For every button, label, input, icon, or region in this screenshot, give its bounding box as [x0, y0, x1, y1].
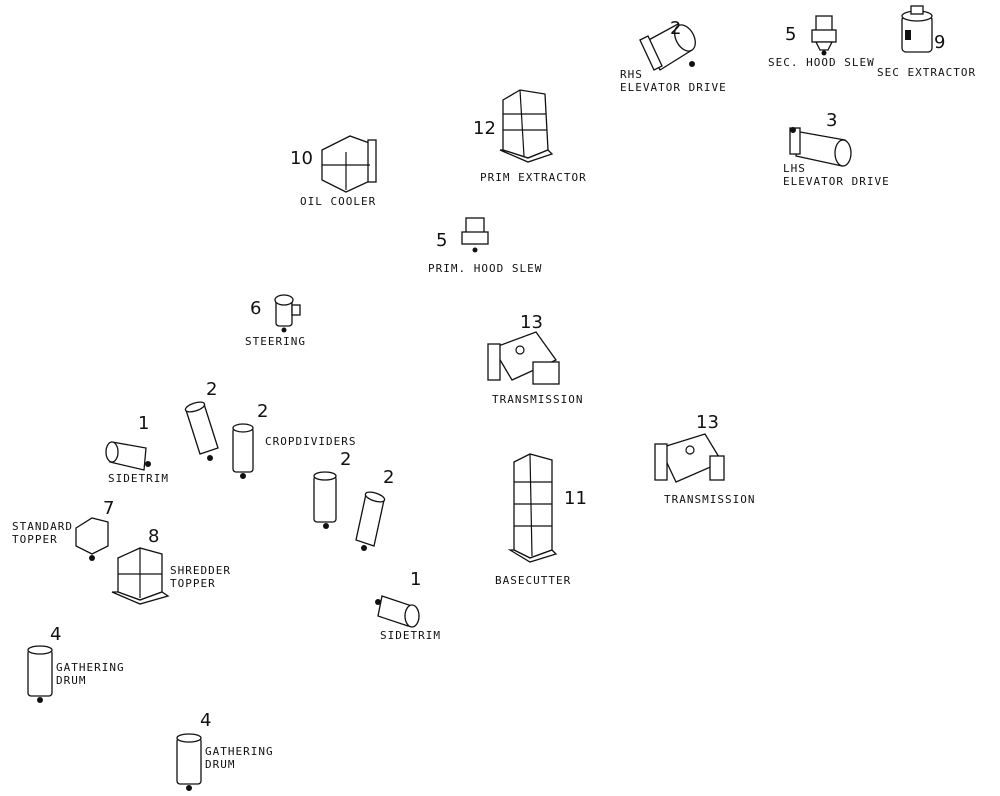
- cropdivider-3-number: 2: [340, 449, 352, 470]
- cropdivider-2-number: 2: [257, 401, 269, 422]
- transmission-2-number: 13: [696, 412, 719, 433]
- prim-extractor-label: PRIM EXTRACTOR: [480, 171, 587, 184]
- gathering-drum-1-label-line1: GATHERING: [56, 661, 125, 674]
- shredder-topper-number: 8: [148, 526, 160, 547]
- sec-hood-slew-valve: [811, 15, 837, 56]
- standard-topper-label-line2: TOPPER: [12, 533, 58, 546]
- sidetrim-motor-2: [375, 595, 420, 628]
- sidetrim-1-number: 1: [138, 413, 150, 434]
- prim-extractor-motor: [499, 89, 554, 163]
- sec-hood-slew-label: SEC. HOOD SLEW: [768, 56, 875, 69]
- rhs-elevator-drive-label-line1: RHS: [620, 68, 643, 81]
- oil-cooler-motor: [321, 135, 377, 193]
- gathering-drum-2-label-line1: GATHERING: [205, 745, 274, 758]
- sidetrim-2-label: SIDETRIM: [380, 629, 441, 642]
- rhs-elevator-drive-label-line2: ELEVATOR DRIVE: [620, 81, 727, 94]
- prim-hood-slew-number: 5: [436, 230, 448, 251]
- rhs-elevator-drive-motor: [639, 23, 696, 71]
- oil-cooler-number: 10: [290, 148, 313, 169]
- cropdivider-motor-2: [232, 423, 254, 479]
- sec-extractor-label: SEC EXTRACTOR: [877, 66, 977, 79]
- sidetrim-motor-1: [105, 441, 151, 471]
- lhs-elevator-drive-label-line2: ELEVATOR DRIVE: [783, 175, 890, 188]
- cropdivider-motor-4: [355, 491, 386, 551]
- sidetrim-2-number: 1: [410, 569, 422, 590]
- basecutter-motor: [507, 453, 558, 563]
- basecutter-label: BASECUTTER: [495, 574, 572, 587]
- transmission-2-label: TRANSMISSION: [664, 493, 756, 506]
- gathering-drum-2-label-line2: DRUM: [205, 758, 236, 771]
- cropdivider-motor-1: [184, 401, 219, 461]
- sec-hood-slew-number: 5: [785, 24, 797, 45]
- basecutter-number: 11: [564, 488, 587, 509]
- sidetrim-1-label: SIDETRIM: [108, 472, 169, 485]
- transmission-pump-2: [654, 433, 725, 483]
- cropdivider-motor-3: [313, 471, 337, 529]
- gathering-drum-motor-2: [176, 733, 202, 791]
- gathering-drum-motor-1: [27, 645, 53, 703]
- shredder-topper-motor: [111, 547, 170, 605]
- cropdividers-label: CROPDIVIDERS: [265, 435, 357, 448]
- cropdivider-1-number: 2: [206, 379, 218, 400]
- shredder-topper-label-line2: TOPPER: [170, 577, 216, 590]
- prim-hood-slew-valve: [461, 217, 489, 253]
- cropdivider-4-number: 2: [383, 467, 395, 488]
- sec-extractor-motor: [901, 5, 933, 53]
- transmission-1-label: TRANSMISSION: [492, 393, 584, 406]
- sec-extractor-number: 9: [934, 32, 946, 53]
- oil-cooler-label: OIL COOLER: [300, 195, 377, 208]
- standard-topper-label-line1: STANDARD: [12, 520, 73, 533]
- rhs-elevator-drive-number: 2: [670, 18, 682, 39]
- gathering-drum-1-number: 4: [50, 624, 62, 645]
- steering-label: STEERING: [245, 335, 306, 348]
- standard-topper-number: 7: [103, 498, 115, 519]
- prim-extractor-number: 12: [473, 118, 496, 139]
- transmission-1-number: 13: [520, 312, 543, 333]
- shredder-topper-label-line1: SHREDDER: [170, 564, 231, 577]
- gathering-drum-1-label-line2: DRUM: [56, 674, 87, 687]
- lhs-elevator-drive-motor: [789, 127, 852, 167]
- prim-hood-slew-label: PRIM. HOOD SLEW: [428, 262, 543, 275]
- lhs-elevator-drive-number: 3: [826, 110, 838, 131]
- transmission-pump-1: [487, 331, 560, 385]
- standard-topper-motor: [75, 517, 109, 561]
- steering-number: 6: [250, 298, 262, 319]
- steering-valve: [274, 294, 301, 333]
- lhs-elevator-drive-label-line1: LHS: [783, 162, 806, 175]
- gathering-drum-2-number: 4: [200, 710, 212, 731]
